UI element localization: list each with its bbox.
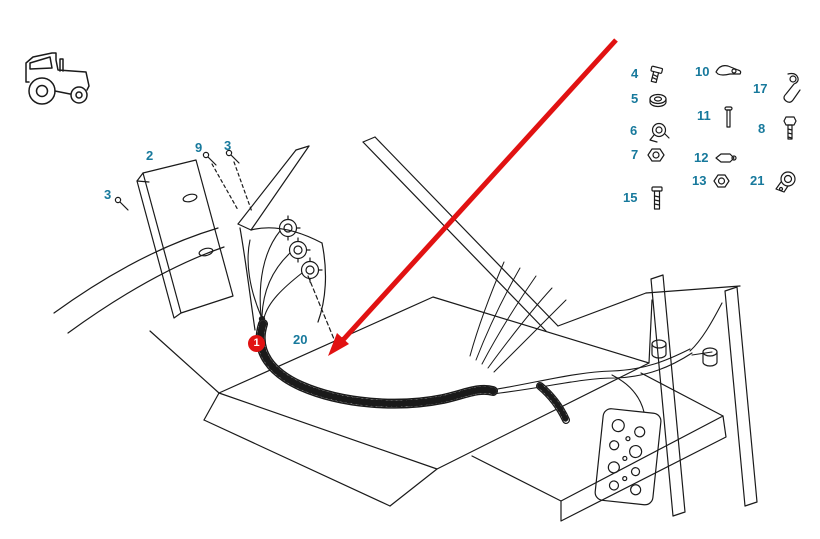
leader-dashed-a xyxy=(211,163,239,211)
callout-part-13: 13 xyxy=(692,173,707,188)
leader-dashed-c xyxy=(307,275,337,345)
part-13-nut-icon xyxy=(713,174,730,188)
screw-3b-icon xyxy=(114,196,129,211)
callout-part-8: 8 xyxy=(758,121,766,136)
part-15-screw-icon xyxy=(651,186,663,210)
screw-9-icon xyxy=(202,151,217,166)
valve-block xyxy=(594,408,662,506)
part-4-bolt-icon xyxy=(650,65,664,84)
part-7-nut-icon xyxy=(647,148,665,162)
callout-part-15: 15 xyxy=(623,190,638,205)
screw-3a-icon xyxy=(225,149,240,164)
callout-part-3-a: 3 xyxy=(224,138,232,153)
part-21-p-clamp-icon xyxy=(775,171,796,193)
cab-structure xyxy=(53,136,758,522)
callout-part-11: 11 xyxy=(697,108,711,123)
callout-part-10: 10 xyxy=(695,64,710,79)
callout-part-2: 2 xyxy=(146,148,154,163)
wire-fan xyxy=(469,261,567,373)
callout-part-21: 21 xyxy=(750,173,765,188)
part-11-pin-icon xyxy=(724,106,733,128)
part-17-hook-clamp-icon xyxy=(783,72,801,103)
part-10-bracket-icon xyxy=(715,65,742,76)
callout-part-9: 9 xyxy=(195,140,203,155)
side-panel-part xyxy=(136,159,234,319)
part-6-cable-clip-icon xyxy=(649,122,670,143)
part-8-bolt-icon xyxy=(783,116,797,140)
harness-wires xyxy=(247,230,723,413)
part-5-washer-icon xyxy=(649,93,667,108)
callout-part-1-highlighted: 1 xyxy=(248,335,265,352)
callout-part-3-b: 3 xyxy=(104,187,112,202)
cylinder-icons xyxy=(651,339,718,367)
leader-dashed-b xyxy=(233,161,253,213)
callout-part-7: 7 xyxy=(631,147,639,162)
callout-part-20: 20 xyxy=(293,332,308,347)
callout-part-12: 12 xyxy=(694,150,709,165)
part-12-plug-icon xyxy=(715,153,737,163)
tractor-icon xyxy=(25,52,90,105)
red-arrow xyxy=(328,38,618,356)
callout-part-4: 4 xyxy=(631,66,639,81)
cable-loom xyxy=(255,319,570,424)
callout-part-6: 6 xyxy=(630,123,638,138)
callout-part-5: 5 xyxy=(631,91,639,106)
callout-part-17: 17 xyxy=(753,81,768,96)
connector-plugs xyxy=(278,215,323,283)
